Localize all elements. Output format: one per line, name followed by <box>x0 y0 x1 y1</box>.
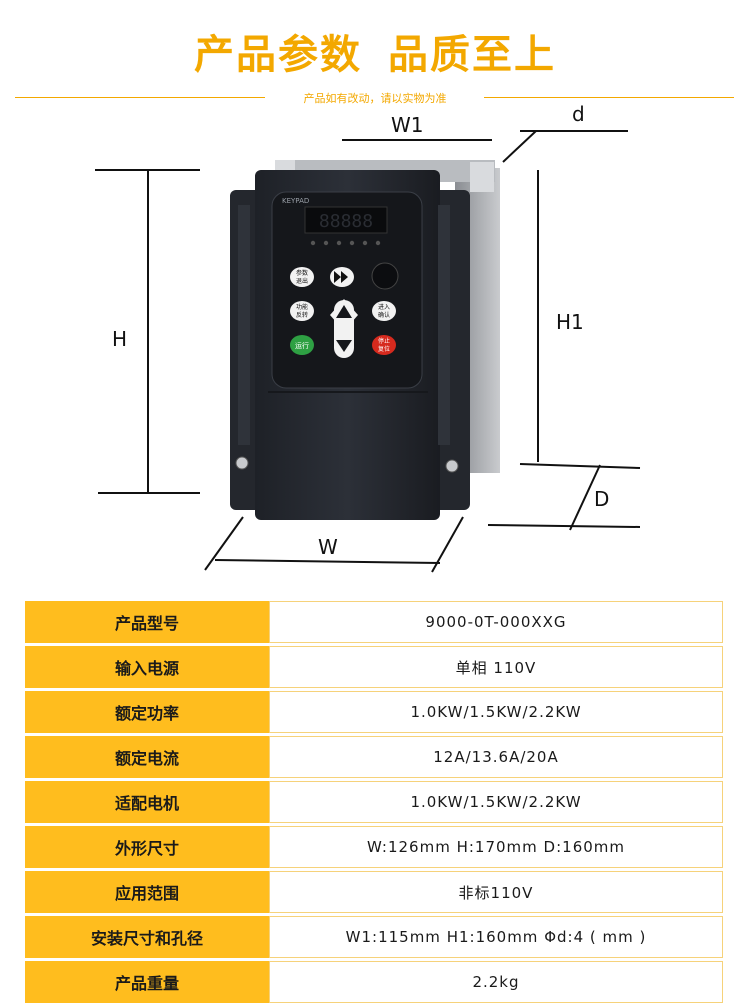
table-row: 输入电源 单相 110V <box>25 646 723 688</box>
dim-label-h1: H1 <box>556 310 584 334</box>
spec-label: 外形尺寸 <box>25 826 269 868</box>
spec-value: 非标110V <box>269 871 723 913</box>
table-row: 应用范围 非标110V <box>25 871 723 913</box>
subtitle-line-left <box>15 97 265 98</box>
keypad-panel: KEYPAD 88888 参数 退出 功能 反转 <box>271 191 423 389</box>
svg-text:停止: 停止 <box>378 337 390 345</box>
run-key[interactable]: 运行 <box>290 335 314 355</box>
fast-forward-key[interactable] <box>330 267 354 287</box>
spec-table: 产品型号 9000-0T-000XXG 输入电源 单相 110V 额定功率 1.… <box>25 598 723 1006</box>
table-row: 额定功率 1.0KW/1.5KW/2.2KW <box>25 691 723 733</box>
svg-text:运行: 运行 <box>295 341 309 350</box>
spec-label: 额定电流 <box>25 736 269 778</box>
down-arrow-icon <box>336 340 352 352</box>
table-row: 额定电流 12A/13.6A/20A <box>25 736 723 778</box>
svg-text:退出: 退出 <box>296 277 308 285</box>
title-left: 产品参数 <box>194 32 362 78</box>
spec-value: 1.0KW/1.5KW/2.2KW <box>269 691 723 733</box>
func-key[interactable]: 功能 反转 <box>290 301 314 321</box>
spec-value: 单相 110V <box>269 646 723 688</box>
spec-label: 安装尺寸和孔径 <box>25 916 269 958</box>
up-arrow-icon <box>336 305 352 318</box>
table-row: 适配电机 1.0KW/1.5KW/2.2KW <box>25 781 723 823</box>
dim-label-w: W <box>318 535 338 559</box>
page-title: 产品参数品质至上 <box>0 22 750 80</box>
table-row: 产品型号 9000-0T-000XXG <box>25 601 723 643</box>
table-row: 外形尺寸 W:126mm H:170mm D:160mm <box>25 826 723 868</box>
spec-label: 输入电源 <box>25 646 269 688</box>
table-row: 产品重量 2.2kg <box>25 961 723 1003</box>
fast-forward-icon <box>334 271 348 283</box>
spec-value: 2.2kg <box>269 961 723 1003</box>
enter-key[interactable]: 进入 确认 <box>372 301 396 321</box>
product-figure: KEYPAD 88888 参数 退出 功能 反转 <box>95 130 641 573</box>
svg-text:功能: 功能 <box>296 303 308 311</box>
spec-label: 产品型号 <box>25 601 269 643</box>
table-row: 安装尺寸和孔径 W1:115mm H1:160mm Φd:4 ( mm ) <box>25 916 723 958</box>
led-display: 88888 <box>319 211 373 232</box>
dim-label-d-small: d <box>572 102 585 126</box>
svg-text:进入: 进入 <box>378 303 390 311</box>
spec-label: 产品重量 <box>25 961 269 1003</box>
spec-value: 9000-0T-000XXG <box>269 601 723 643</box>
prog-key[interactable]: 参数 退出 <box>290 267 314 287</box>
title-right: 品质至上 <box>388 32 556 78</box>
brand-text: KEYPAD <box>282 197 309 205</box>
subtitle-line-right <box>484 97 734 98</box>
spec-value: 12A/13.6A/20A <box>269 736 723 778</box>
speed-knob[interactable] <box>371 262 399 290</box>
svg-text:反转: 反转 <box>296 311 308 319</box>
dimension-lines <box>95 130 641 573</box>
dim-label-h: H <box>112 327 128 351</box>
dim-label-d-large: D <box>594 487 610 511</box>
svg-text:复位: 复位 <box>378 345 390 353</box>
up-down-key[interactable] <box>330 299 358 358</box>
spec-value: W:126mm H:170mm D:160mm <box>269 826 723 868</box>
spec-value: 1.0KW/1.5KW/2.2KW <box>269 781 723 823</box>
subtitle: 产品如有改动，请以实物为准 <box>303 92 447 105</box>
dim-label-w1: W1 <box>391 113 424 137</box>
mounting-screws <box>235 456 459 473</box>
spec-label: 应用范围 <box>25 871 269 913</box>
spec-value: W1:115mm H1:160mm Φd:4 ( mm ) <box>269 916 723 958</box>
svg-text:参数: 参数 <box>296 269 308 277</box>
svg-text:确认: 确认 <box>378 311 390 319</box>
led-indicators <box>310 240 381 246</box>
stop-key[interactable]: 停止 复位 <box>372 335 396 355</box>
spec-label: 额定功率 <box>25 691 269 733</box>
spec-label: 适配电机 <box>25 781 269 823</box>
